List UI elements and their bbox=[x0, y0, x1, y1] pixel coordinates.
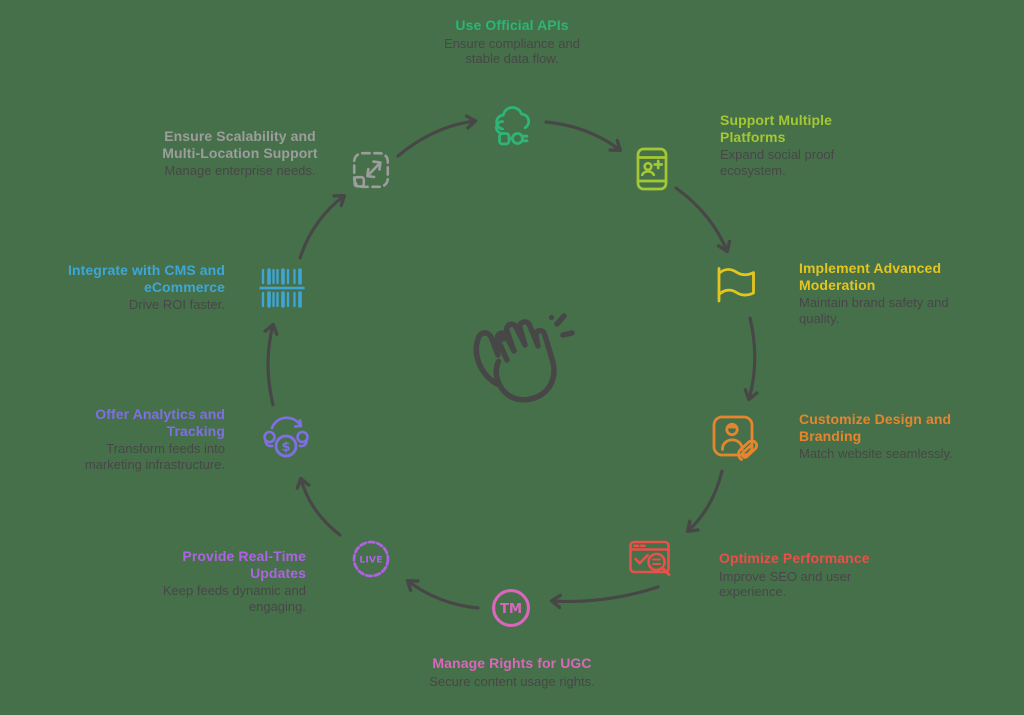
node-title-line: Updates bbox=[250, 564, 306, 581]
cloud-api-icon bbox=[495, 106, 531, 146]
node-subtitle: Secure content usage rights. bbox=[382, 674, 642, 690]
node-subtitle: Maintain brand safety and quality. bbox=[799, 295, 994, 326]
node-subtitle: Keep feeds dynamic and engaging. bbox=[104, 583, 306, 614]
node-support-multiple-platforms: Support Multiple Platforms Expand social… bbox=[720, 112, 920, 178]
arrow-platforms-to-moderation bbox=[674, 186, 727, 251]
node-title-line: Provide Real-Time bbox=[182, 548, 306, 564]
node-integrate-cms-ecommerce: Integrate with CMS and eCommerce Drive R… bbox=[23, 262, 225, 313]
node-title: Provide Real-Time Updates bbox=[104, 548, 306, 581]
node-ensure-scalability: Ensure Scalability and Multi-Location Su… bbox=[128, 128, 352, 179]
node-title-line: Support Multiple bbox=[720, 112, 833, 128]
node-title: Offer Analytics and Tracking bbox=[23, 406, 225, 439]
node-title: Customize Design and Branding bbox=[799, 411, 1009, 444]
arrow-scalability-to-apis bbox=[396, 121, 475, 158]
flag-icon bbox=[717, 267, 755, 303]
node-title-line: Moderation bbox=[799, 276, 876, 293]
node-title-line: Branding bbox=[799, 427, 862, 444]
money-analytics-icon: $ bbox=[263, 416, 309, 458]
node-title: Support Multiple Platforms bbox=[720, 112, 920, 145]
node-subtitle-line: Improve SEO and user bbox=[719, 568, 852, 584]
node-subtitle-line: Manage enterprise needs. bbox=[164, 163, 316, 178]
live-text: LIVE bbox=[359, 554, 382, 565]
node-subtitle-line: Keep feeds dynamic and bbox=[162, 583, 306, 598]
node-title-line: Use Official APIs bbox=[455, 17, 569, 33]
node-title: Optimize Performance bbox=[719, 550, 914, 567]
node-title: Ensure Scalability and Multi-Location Su… bbox=[128, 128, 352, 161]
node-title-line: Customize Design and bbox=[799, 411, 952, 427]
node-implement-advanced-moderation: Implement Advanced Moderation Maintain b… bbox=[799, 260, 994, 326]
node-subtitle-line: experience. bbox=[719, 584, 787, 599]
arrow-analytics-to-cms bbox=[268, 325, 273, 407]
node-title-line: Ensure Scalability and bbox=[164, 128, 316, 144]
arrow-cms-to-scalability bbox=[298, 196, 344, 260]
phone-social-icon bbox=[636, 147, 668, 191]
node-manage-rights-ugc: Manage Rights for UGC Secure content usa… bbox=[382, 655, 642, 689]
node-subtitle-line: Match website seamlessly. bbox=[799, 446, 953, 461]
node-title-line: Integrate with CMS and bbox=[68, 262, 225, 278]
node-optimize-performance: Optimize Performance Improve SEO and use… bbox=[719, 550, 914, 600]
node-subtitle-line: stable data flow. bbox=[465, 51, 559, 66]
node-title-line: eCommerce bbox=[143, 278, 225, 295]
node-offer-analytics-tracking: Offer Analytics and Tracking Transform f… bbox=[23, 406, 225, 472]
node-subtitle-line: Expand social proof bbox=[720, 147, 835, 162]
arrow-branding-to-performance bbox=[688, 469, 724, 531]
node-title: Use Official APIs bbox=[382, 17, 642, 34]
arrow-moderation-to-branding bbox=[749, 316, 755, 399]
trademark-circle-icon: TM bbox=[492, 589, 530, 627]
node-title: Integrate with CMS and eCommerce bbox=[23, 262, 225, 295]
trademark-text: TM bbox=[500, 602, 522, 617]
node-subtitle: Manage enterprise needs. bbox=[128, 163, 352, 179]
node-title-line: Optimize Performance bbox=[719, 550, 870, 566]
node-subtitle: Drive ROI faster. bbox=[23, 297, 225, 313]
node-subtitle-line: Ensure compliance and bbox=[444, 35, 580, 51]
arrow-updates-to-analytics bbox=[301, 479, 342, 537]
arrow-performance-to-rights bbox=[552, 585, 660, 601]
node-subtitle-line: Secure content usage rights. bbox=[429, 673, 595, 689]
node-subtitle-line: marketing infrastructure. bbox=[84, 456, 225, 472]
live-badge-icon: LIVE bbox=[352, 540, 390, 578]
node-title: Implement Advanced Moderation bbox=[799, 260, 994, 293]
arrow-rights-to-updates bbox=[408, 581, 480, 610]
node-title-line: Multi-Location Support bbox=[162, 144, 318, 161]
node-title-line: Tracking bbox=[166, 422, 225, 439]
node-subtitle-line: Maintain brand safety and bbox=[799, 295, 949, 310]
browser-search-icon bbox=[629, 540, 671, 576]
node-customize-design-branding: Customize Design and Branding Match webs… bbox=[799, 411, 1009, 462]
node-subtitle: Ensure compliance and stable data flow. bbox=[382, 36, 642, 67]
arrow-apis-to-platforms bbox=[544, 120, 620, 150]
node-subtitle: Transform feeds into marketing infrastru… bbox=[23, 441, 225, 472]
node-subtitle-line: ecosystem. bbox=[720, 162, 786, 178]
node-title-line: Platforms bbox=[720, 128, 786, 145]
node-subtitle-line: Transform feeds into bbox=[106, 441, 225, 456]
clapping-hands-icon bbox=[473, 313, 575, 403]
node-subtitle-line: Drive ROI faster. bbox=[128, 297, 225, 312]
dollar-text: $ bbox=[281, 440, 290, 455]
expand-dashed-icon bbox=[352, 151, 390, 189]
id-card-clip-icon bbox=[712, 415, 758, 461]
barcode-icon bbox=[259, 268, 305, 308]
node-subtitle: Improve SEO and user experience. bbox=[719, 569, 914, 600]
node-use-official-apis: Use Official APIs Ensure compliance and … bbox=[382, 17, 642, 67]
node-title-line: Offer Analytics and bbox=[95, 406, 225, 422]
node-title-line: Manage Rights for UGC bbox=[432, 655, 592, 671]
node-provide-real-time-updates: Provide Real-Time Updates Keep feeds dyn… bbox=[104, 548, 306, 614]
node-subtitle-line: engaging. bbox=[248, 598, 306, 614]
node-title-line: Implement Advanced bbox=[799, 260, 942, 276]
node-title: Manage Rights for UGC bbox=[382, 655, 642, 672]
node-subtitle-line: quality. bbox=[799, 310, 840, 326]
node-subtitle: Match website seamlessly. bbox=[799, 446, 1009, 462]
node-subtitle: Expand social proof ecosystem. bbox=[720, 147, 920, 178]
